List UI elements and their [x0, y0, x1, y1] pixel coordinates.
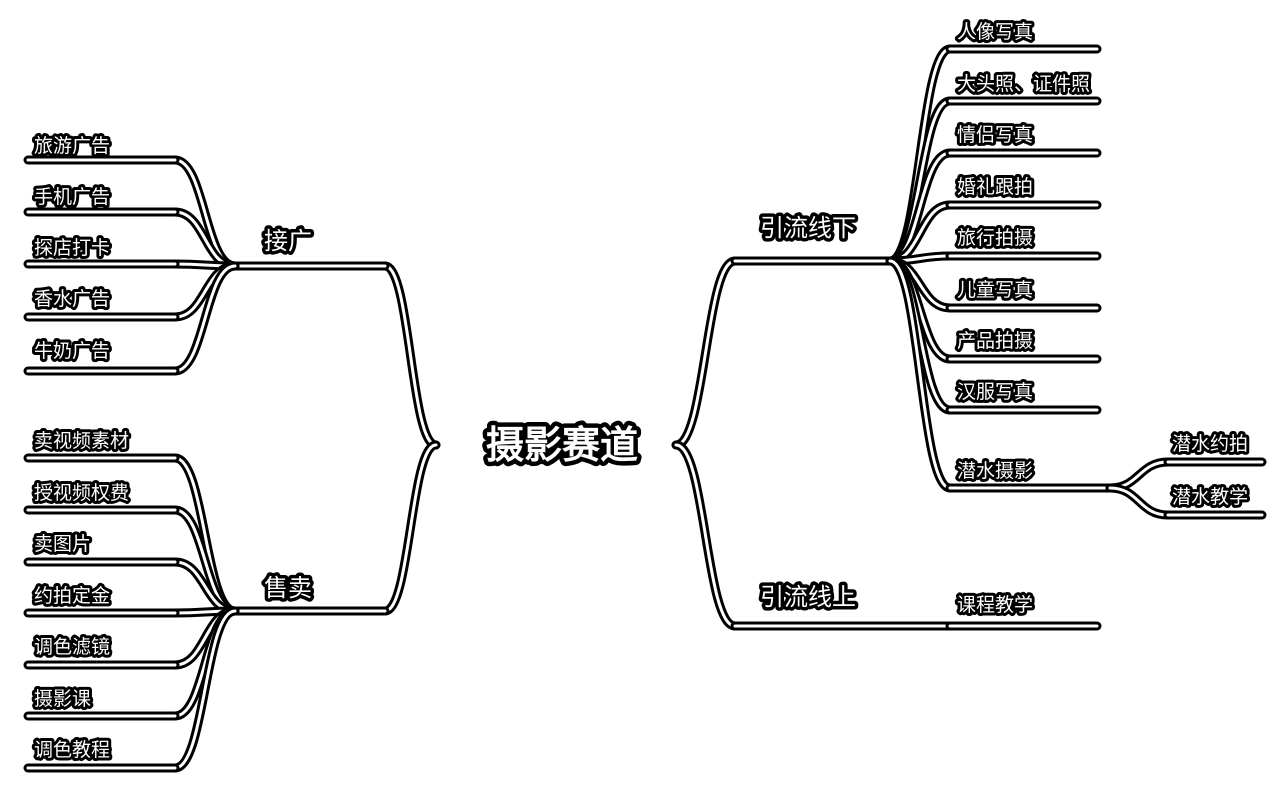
leaf-shoumai-3: 卖图片	[34, 533, 91, 555]
leaf-qianshui-1: 潜水约拍	[1172, 433, 1248, 455]
leaf-jieguang-4: 香水广告	[34, 288, 110, 310]
leaf-xianxia-7: 产品拍摄	[957, 330, 1033, 352]
edge-root-shoumai-core	[383, 443, 438, 613]
leaf-xianxia-2: 大头照、证件照	[957, 73, 1090, 95]
leaf-xianxia-4: 婚礼跟拍	[957, 176, 1033, 198]
leaf-xianxia-9: 潜水摄影	[957, 460, 1033, 482]
leaf-xianxia-8: 汉服写真	[957, 381, 1033, 403]
root-topic: 摄影赛道	[486, 423, 638, 467]
leaf-shoumai-7: 调色教程	[34, 739, 110, 761]
branch-jieguang: 接广	[264, 227, 312, 255]
leaf-xianxia-5: 旅行拍摄	[957, 227, 1033, 249]
edge-root-jieguang-core	[383, 264, 438, 447]
leaf-shoumai-4: 约拍定金	[34, 585, 110, 607]
edge-shoumai-7-core	[173, 609, 237, 770]
leaf-jieguang-1: 旅游广告	[34, 135, 110, 157]
leaf-jieguang-3: 探店打卡	[34, 237, 110, 259]
leaf-jieguang-5: 牛奶广告	[34, 340, 110, 362]
leaf-shoumai-5: 调色滤镜	[34, 636, 110, 658]
edge-root-xianshang-core	[674, 443, 737, 628]
connectors	[23, 44, 1267, 773]
leaf-qianshui-2: 潜水教学	[1172, 486, 1248, 508]
leaf-jieguang-2: 手机广告	[34, 186, 110, 208]
leaf-xianxia-6: 儿童写真	[957, 279, 1033, 301]
branch-shoumai: 售卖	[264, 574, 312, 602]
leaf-shoumai-2: 授视频权费	[34, 482, 129, 504]
leaf-shoumai-6: 摄影课	[34, 688, 91, 710]
branch-xianxia: 引流线下	[760, 214, 856, 242]
leaf-xianshang-1: 课程教学	[957, 594, 1033, 616]
edge-root-xianxia-core	[674, 259, 737, 447]
edge-qianshui-2-core	[1108, 486, 1170, 517]
leaf-xianxia-1: 人像写真	[957, 21, 1033, 43]
edge-xianxia-9-core	[888, 259, 952, 490]
leaf-shoumai-1: 卖视频素材	[34, 430, 129, 452]
edge-jieguang-5-core	[173, 264, 237, 373]
leaf-xianxia-3: 情侣写真	[957, 124, 1033, 146]
branch-xianshang: 引流线上	[760, 583, 856, 611]
